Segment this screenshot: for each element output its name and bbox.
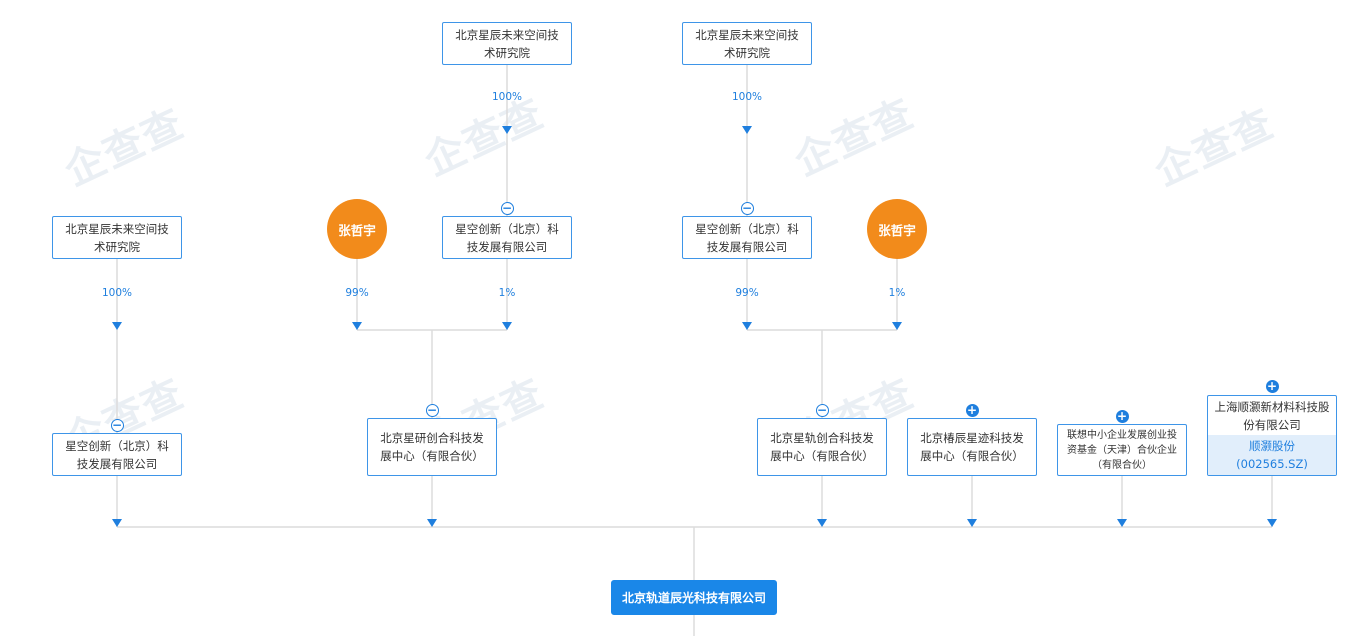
arrow-icon xyxy=(352,322,362,330)
node-shunhao-company[interactable]: 上海顺灏新材料科技股份有限公司 顺灏股份 (002565.SZ) xyxy=(1207,395,1337,476)
node-lenovo-fund[interactable]: 联想中小企业发展创业投资基金（天津）合伙企业（有限合伙） xyxy=(1057,424,1187,476)
arrow-icon xyxy=(502,322,512,330)
node-xingkong-company[interactable]: 星空创新（北京）科技发展有限公司 xyxy=(682,216,812,259)
percent-label: 99% xyxy=(345,287,369,299)
company-name: 上海顺灏新材料科技股份有限公司 xyxy=(1214,399,1330,432)
expand-icon[interactable]: + xyxy=(1265,378,1279,393)
arrow-icon xyxy=(967,519,977,527)
node-xingkong-company[interactable]: 星空创新（北京）科技发展有限公司 xyxy=(52,433,182,476)
node-research-institute[interactable]: 北京星辰未来空间技术研究院 xyxy=(52,216,182,259)
node-research-institute[interactable]: 北京星辰未来空间技术研究院 xyxy=(442,22,572,65)
percent-label: 1% xyxy=(498,287,516,299)
arrow-icon xyxy=(427,519,437,527)
arrow-icon xyxy=(1117,519,1127,527)
stock-code: (002565.SZ) xyxy=(1236,457,1308,471)
percent-label: 100% xyxy=(731,91,763,103)
collapse-icon[interactable]: − xyxy=(500,200,514,215)
collapse-icon[interactable]: − xyxy=(425,402,439,417)
expand-icon[interactable]: + xyxy=(965,402,979,417)
arrow-icon xyxy=(112,519,122,527)
collapse-icon[interactable]: − xyxy=(110,417,124,432)
arrow-icon xyxy=(502,126,512,134)
node-person[interactable]: 张哲宇 xyxy=(867,199,927,259)
node-person[interactable]: 张哲宇 xyxy=(327,199,387,259)
percent-label: 1% xyxy=(888,287,906,299)
percent-label: 99% xyxy=(735,287,759,299)
arrow-icon xyxy=(742,126,752,134)
arrow-icon xyxy=(1267,519,1277,527)
node-chenxing-partnership[interactable]: 北京椿辰星迹科技发展中心（有限合伙） xyxy=(907,418,1037,476)
node-guichuang-partnership[interactable]: 北京星轨创合科技发展中心（有限合伙） xyxy=(757,418,887,476)
arrow-icon xyxy=(742,322,752,330)
percent-label: 100% xyxy=(101,287,133,299)
expand-icon[interactable]: + xyxy=(1115,408,1129,423)
arrow-icon xyxy=(892,322,902,330)
node-research-institute[interactable]: 北京星辰未来空间技术研究院 xyxy=(682,22,812,65)
arrow-icon xyxy=(817,519,827,527)
percent-label: 100% xyxy=(491,91,523,103)
collapse-icon[interactable]: − xyxy=(740,200,754,215)
stock-info[interactable]: 顺灏股份 (002565.SZ) xyxy=(1208,435,1336,475)
node-xingkong-company[interactable]: 星空创新（北京）科技发展有限公司 xyxy=(442,216,572,259)
collapse-icon[interactable]: − xyxy=(815,402,829,417)
node-yanchuang-partnership[interactable]: 北京星研创合科技发展中心（有限合伙） xyxy=(367,418,497,476)
stock-name: 顺灏股份 xyxy=(1249,439,1295,453)
node-target-company[interactable]: 北京轨道辰光科技有限公司 xyxy=(611,580,777,615)
arrow-icon xyxy=(112,322,122,330)
